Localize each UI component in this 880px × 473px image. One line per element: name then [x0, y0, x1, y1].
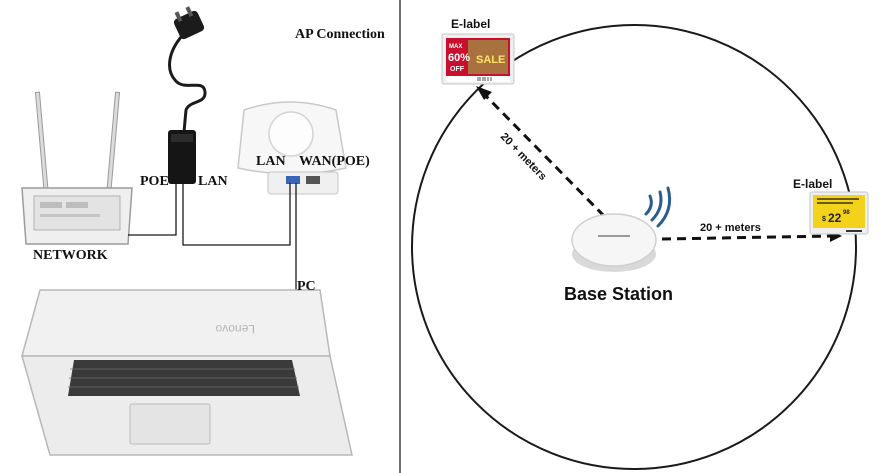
range-line-top	[480, 90, 608, 220]
ap-connection-title: AP Connection	[295, 27, 385, 42]
network-router	[21, 91, 133, 245]
poe-lan-label: LAN	[198, 174, 228, 189]
sale-tag-off: OFF	[450, 66, 465, 73]
wireless-signal-icon	[644, 186, 672, 228]
base-station-device	[571, 213, 657, 272]
connection-lines	[128, 183, 297, 300]
laptop-device	[21, 289, 353, 456]
price-tag-cents: 98	[843, 210, 850, 216]
access-point-device	[237, 101, 347, 195]
e-label-right-title: E-label	[793, 177, 832, 191]
network-label: NETWORK	[33, 248, 108, 263]
sale-tag-sale: SALE	[476, 54, 505, 66]
e-label-price-tag: $ 22 98	[809, 191, 869, 235]
ap-lan-label: LAN	[256, 154, 286, 169]
range-line-right	[661, 234, 834, 241]
sale-tag-max: MAX	[449, 44, 462, 50]
price-tag-price: 22	[828, 211, 842, 225]
e-label-top-title: E-label	[451, 17, 490, 31]
poe-label: POE	[140, 174, 169, 189]
poe-adapter	[168, 130, 196, 184]
pc-label: PC	[297, 279, 316, 294]
power-plug-icon	[168, 6, 207, 133]
distance-label-top: 20 + meters	[498, 131, 549, 183]
base-station-panel: MAX 60% OFF SALE $ 22 98 E-label E-label…	[411, 17, 869, 470]
arrowhead-top	[476, 86, 492, 100]
laptop-brand-logo: Lenovo	[215, 322, 255, 336]
ap-connection-panel: AP Connection NETWORK POE LAN LAN WAN(PO…	[21, 6, 385, 456]
base-station-label: Base Station	[564, 284, 673, 304]
distance-label-right: 20 + meters	[700, 222, 761, 234]
e-label-sale-tag: MAX 60% OFF SALE	[441, 33, 515, 85]
coverage-circle	[411, 24, 857, 470]
ap-wan-label: WAN(POE)	[299, 154, 370, 169]
price-tag-currency: $	[822, 216, 826, 223]
sale-tag-percent: 60%	[448, 52, 470, 64]
